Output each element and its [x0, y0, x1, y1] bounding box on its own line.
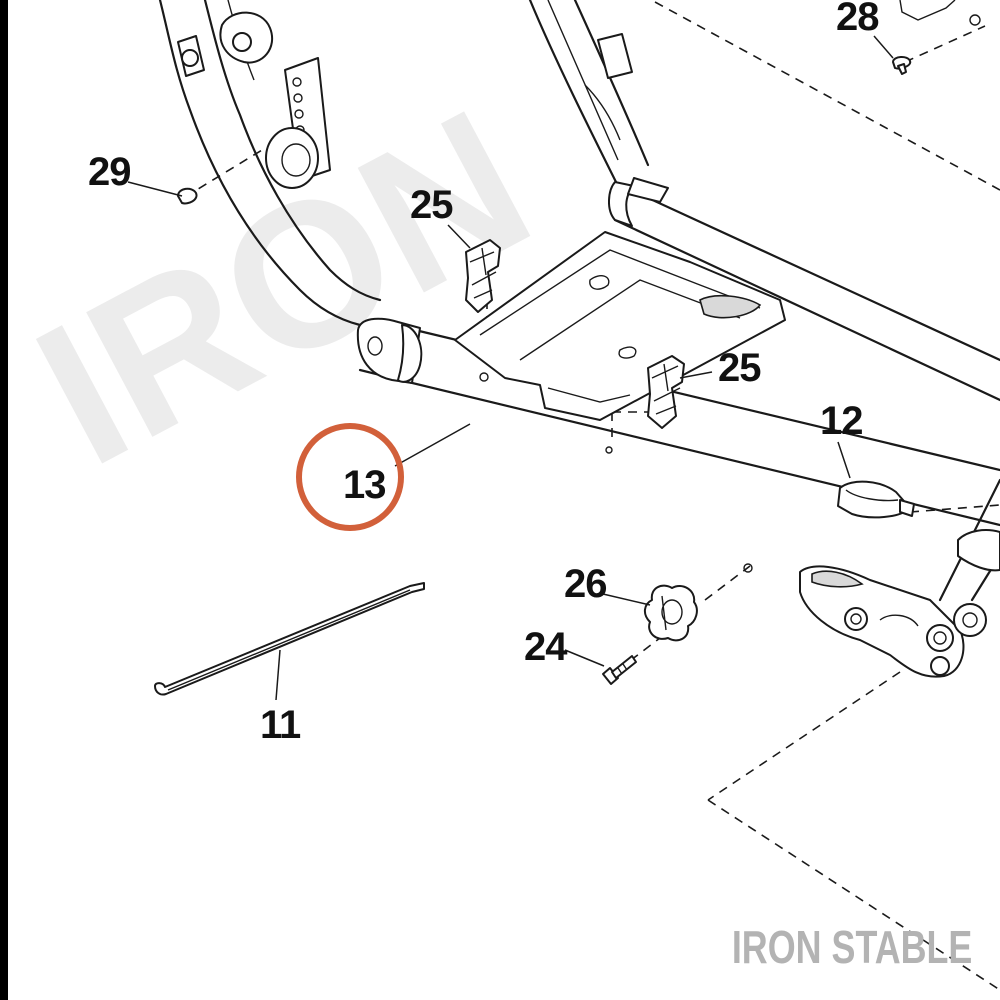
callout-24: 24	[524, 625, 568, 669]
callout-26: 26	[564, 562, 607, 606]
leader-lines	[127, 35, 894, 701]
highlight-circle	[296, 423, 404, 531]
callout-28: 28	[836, 0, 879, 39]
part-25-clip-lower	[647, 355, 685, 429]
part-28-pin	[892, 0, 981, 75]
callout-labels: 28 29 25 25 12 13 26 24 11	[88, 0, 880, 747]
callout-11: 11	[260, 703, 301, 747]
brand-watermark: IRON STABLE	[731, 921, 972, 973]
frame-assembly	[158, 0, 1000, 678]
callout-25-lower: 25	[718, 346, 761, 390]
part-11-cable-tie	[154, 582, 425, 696]
part-26-clip	[644, 584, 698, 642]
part-12-clamp	[837, 480, 915, 519]
part-24-bolt	[602, 655, 637, 685]
left-edge-bar	[0, 0, 8, 1000]
callout-25-upper: 25	[410, 183, 453, 227]
callout-12: 12	[820, 399, 863, 443]
callout-13: 13	[343, 463, 386, 507]
part-25-clip-upper	[465, 239, 501, 313]
callout-29: 29	[88, 150, 131, 194]
part-29-plug	[177, 187, 198, 205]
